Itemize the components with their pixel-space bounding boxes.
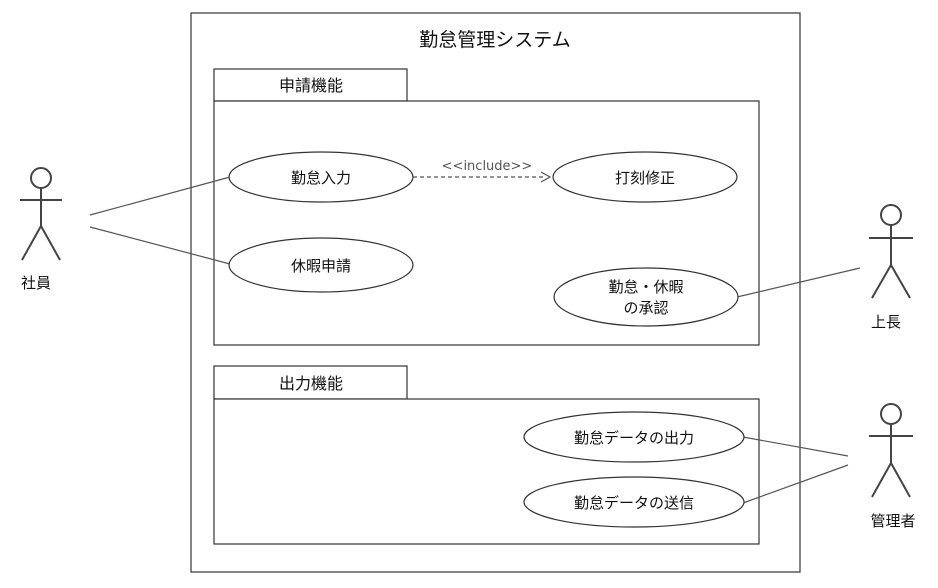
assoc-admin-data-output [742,436,849,457]
package-output-tab [213,365,408,400]
usecase-shonin [553,267,739,327]
usecase-kyuka-shinsei-label: 休暇申請 [291,257,351,275]
usecase-kyuka-shinsei [228,237,414,293]
actor-admin-head [880,403,902,425]
package-apply-label: 申請機能 [279,76,343,95]
usecase-data-send-label: 勤怠データの送信 [574,494,694,512]
system-title: 勤怠管理システム [419,29,570,51]
actor-admin-leg-right [890,462,911,498]
actor-employee-head [30,167,52,189]
assoc-employee-kintai-input [89,176,231,216]
actor-admin [869,403,913,498]
actor-employee-label: 社員 [21,274,51,292]
usecase-shonin-label-line1: 勤怠・休暇 [608,278,683,296]
actor-employee-leg-left [21,225,42,261]
actor-boss-leg-right [890,264,911,299]
usecase-kintai-input [228,151,414,203]
include-arrowhead [540,171,552,183]
usecase-data-output [523,411,745,463]
usecase-shonin-label-line2: の承認 [623,299,668,317]
assoc-admin-data-send [742,464,849,504]
actor-boss [869,204,913,299]
actor-boss-label: 上長 [871,313,901,331]
assoc-employee-kyuka-shinsei [89,226,231,265]
assoc-boss-shonin [736,267,861,298]
usecase-data-output-label: 勤怠データの出力 [574,429,694,447]
actor-admin-leg-left [871,462,892,498]
include-label: <<include>> [442,159,533,174]
usecase-kintai-input-label: 勤怠入力 [291,169,351,187]
package-output-label: 出力機能 [279,374,343,393]
actor-admin-label: 管理者 [870,512,915,530]
usecase-dakoku-fix-label: 打刻修正 [615,169,675,187]
actor-employee [20,167,62,261]
actor-employee-leg-right [40,225,61,261]
actor-boss-head [880,204,902,226]
actor-boss-leg-left [871,264,892,299]
package-apply-tab [213,68,408,102]
usecase-data-send [523,476,745,528]
usecase-dakoku-fix [552,151,738,203]
